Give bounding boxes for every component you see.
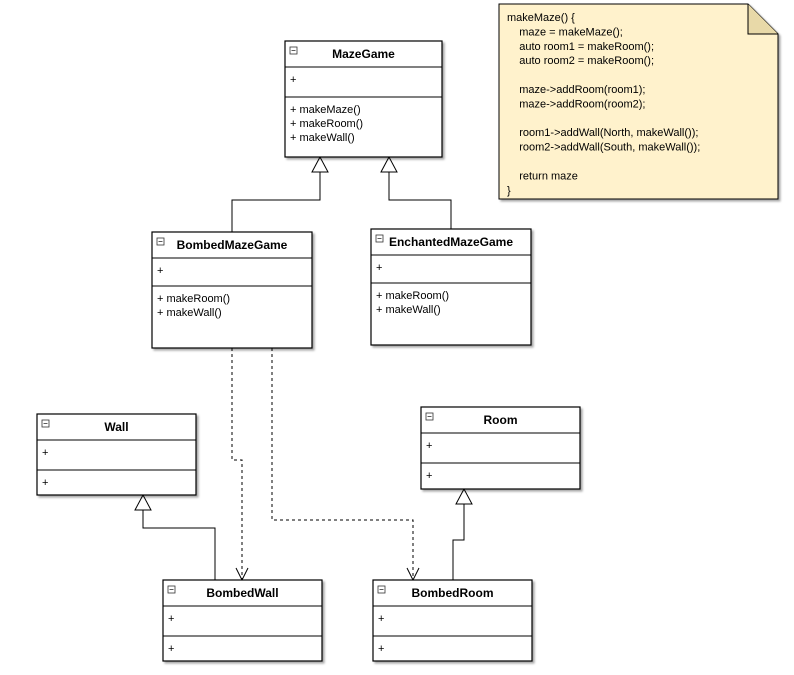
room-class[interactable]: Room + + [420,406,581,490]
generalization-arrowhead [134,493,152,511]
note-line: maze->addRoom(room1); [507,84,645,96]
bombedroom-method: + [378,643,384,655]
generalization-arrowhead [311,155,329,173]
generalization-edge-bombedmazegame-to-mazegame[interactable] [231,172,321,232]
dependency-edge-bombedmazegame-to-bombedwall[interactable] [231,348,243,580]
room-box [420,406,581,490]
bombedmazegame-attribute: + [157,265,163,277]
wall-title: Wall [104,420,128,434]
note-line: maze->addRoom(room2); [507,98,645,110]
room-method: + [426,470,432,482]
generalization-edge-bombedwall-to-wall[interactable] [142,510,216,580]
generalization-edge-enchantedmazegame-to-mazegame[interactable] [388,172,452,229]
bombedroom-box [372,579,533,662]
generalization-arrowhead [380,155,398,173]
mazegame-method: + makeMaze() [290,104,361,116]
enchantedmazegame-class[interactable]: EnchantedMazeGame + + makeRoom() + makeWall… [370,228,532,346]
bombedroom-attribute: + [378,613,384,625]
bombedwall-class[interactable]: BombedWall + + [162,579,323,662]
note-line: auto room2 = makeRoom(); [507,55,654,67]
note-line: return maze [507,170,578,182]
note-line: } [507,185,511,197]
mazegame-box [284,40,443,158]
wall-box [36,413,197,496]
note-line: room2->addWall(South, makeWall()); [507,142,700,154]
bombedmazegame-method: + makeWall() [157,307,222,319]
dependency-edge-bombedmazegame-to-bombedroom[interactable] [271,348,414,580]
mazegame-title: MazeGame [332,47,395,61]
generalization-edge-bombedroom-to-room[interactable] [452,504,465,580]
note-body [498,3,779,200]
enchantedmazegame-method: + makeRoom() [376,290,449,302]
wall-method: + [42,477,48,489]
note-fold [747,4,778,35]
room-title: Room [484,413,518,427]
bombedroom-title: BombedRoom [412,586,494,600]
enchantedmazegame-title: EnchantedMazeGame [389,235,513,249]
bombedmazegame-box [151,231,313,349]
generalization-arrowhead [455,487,473,505]
bombedroom-class[interactable]: BombedRoom + + [372,579,533,662]
note-line: makeMaze() { [507,12,575,24]
note-line: room1->addWall(North, makeWall()); [507,127,698,139]
note-line: auto room1 = makeRoom(); [507,41,654,53]
bombedmazegame-class[interactable]: BombedMazeGame + + makeRoom() + makeWall() [151,231,313,349]
mazegame-method: + makeWall() [290,132,355,144]
bombedwall-title: BombedWall [206,586,278,600]
enchantedmazegame-attribute: + [376,262,382,274]
bombedwall-attribute: + [168,613,174,625]
bombedmazegame-title: BombedMazeGame [177,238,288,252]
enchantedmazegame-method: + makeWall() [376,304,441,316]
bombedwall-method: + [168,643,174,655]
bombedwall-box [162,579,323,662]
bombedmazegame-method: + makeRoom() [157,293,230,305]
note-line: maze = makeMaze(); [507,26,623,38]
mazegame-method: + makeRoom() [290,118,363,130]
room-attribute: + [426,440,432,452]
code-note[interactable]: makeMaze() { maze = makeMaze(); auto roo… [498,3,779,200]
enchantedmazegame-box [370,228,532,346]
mazegame-attribute: + [290,74,296,86]
wall-class[interactable]: Wall + + [36,413,197,496]
mazegame-class[interactable]: MazeGame + + makeMaze() + makeRoom() + makeW… [284,40,443,158]
wall-attribute: + [42,447,48,459]
